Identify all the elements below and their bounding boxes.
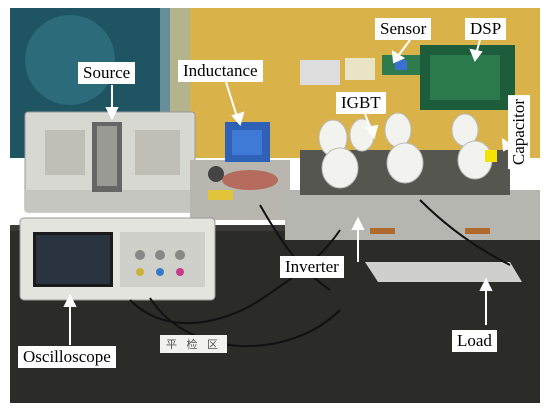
motor-housing bbox=[25, 15, 115, 105]
label-igbt: IGBT bbox=[336, 92, 386, 114]
label-inductance: Inductance bbox=[178, 60, 263, 82]
inductance-unit bbox=[190, 122, 290, 220]
inverter-plate bbox=[285, 190, 540, 240]
label-source: Source bbox=[78, 62, 136, 84]
oscilloscope-device bbox=[19, 217, 216, 301]
label-sensor: Sensor bbox=[375, 18, 432, 40]
desk-sign: 平 检 区 bbox=[160, 335, 227, 353]
power-source-unit bbox=[24, 111, 196, 213]
label-inverter: Inverter bbox=[280, 256, 344, 278]
label-capacitor: Capacitor bbox=[508, 95, 530, 170]
label-dsp: DSP bbox=[465, 18, 507, 40]
control-boards bbox=[300, 45, 515, 110]
load-bar bbox=[365, 262, 522, 282]
label-load: Load bbox=[452, 330, 497, 352]
capacitor-bank bbox=[318, 112, 493, 189]
yellow-tag bbox=[485, 150, 497, 162]
label-oscilloscope: Oscilloscope bbox=[18, 346, 116, 368]
